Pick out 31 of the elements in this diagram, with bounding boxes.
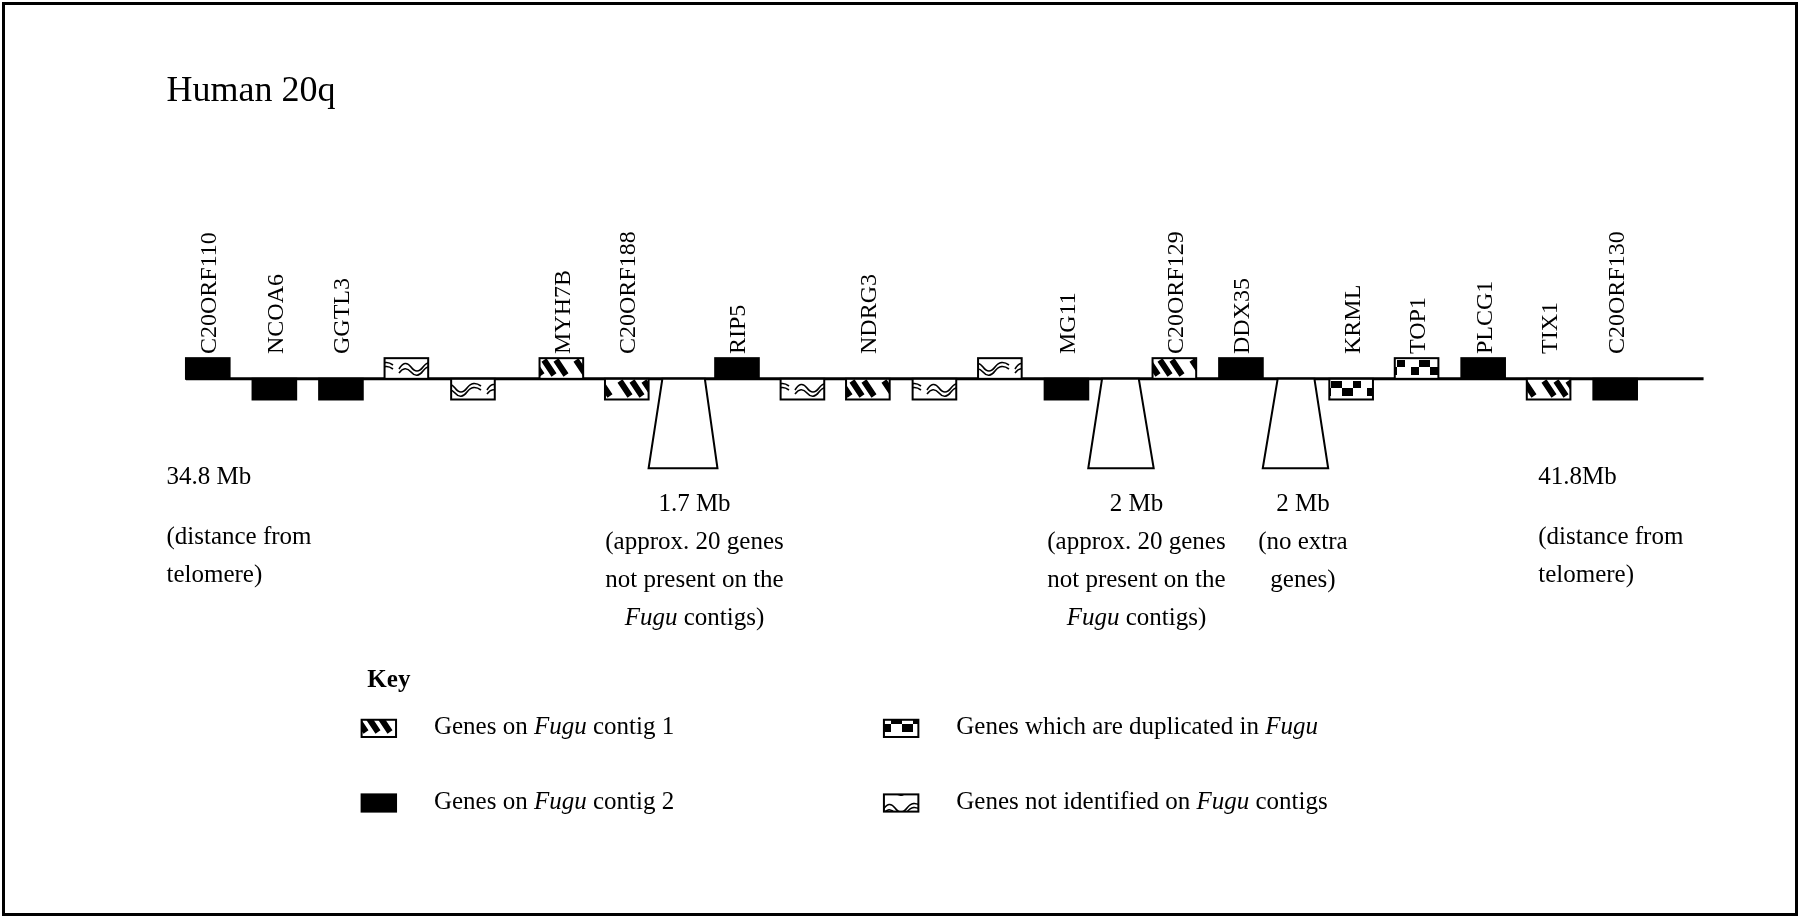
note-text: (approx. 20 genes not present on the Fugu contigs) [1046,526,1227,633]
gene-label: MG11 [1053,291,1080,354]
position-label: 41.8Mb [1538,460,1617,491]
legend-text: Genes which are duplicated in Fugu [956,711,1318,742]
gap-size-label: 2 Mb [1275,488,1331,519]
note-text: (distance from telomere) [166,520,313,589]
gene-label: DDX35 [1228,277,1255,354]
note-text: (approx. 20 genes not present on the Fugu contigs) [604,526,785,633]
gap-size-label: 2 Mb [1108,488,1165,519]
key-heading: Key [367,664,411,695]
gene-label: C20ORF130 [1602,230,1629,354]
gene-label: NDRG3 [855,273,882,354]
gap-size-label: 1.7 Mb [657,488,732,519]
gene-label: PLCG1 [1470,280,1497,354]
gene-label: C20ORF110 [195,231,222,354]
legend-text: Genes on Fugu contig 1 [433,711,675,742]
title: Human 20q [166,67,336,111]
gene-label: KRML [1338,284,1365,354]
gene-label: GGTL3 [328,277,355,354]
legend-text: Genes not identified on Fugu contigs [956,785,1328,816]
note-text: (no extra genes) [1257,526,1349,595]
gene-label: RIP5 [724,304,751,354]
gene-label: MYH7B [548,269,575,354]
gene-label: TIX1 [1535,301,1562,354]
legend-text: Genes on Fugu contig 2 [433,785,675,816]
gene-label: TOP1 [1403,296,1430,354]
note-text: (distance from telomere) [1538,520,1685,589]
gene-label: C20ORF188 [614,230,641,354]
gene-label: NCOA6 [261,273,288,354]
gene-label: C20ORF129 [1161,230,1188,354]
position-label: 34.8 Mb [166,460,252,491]
